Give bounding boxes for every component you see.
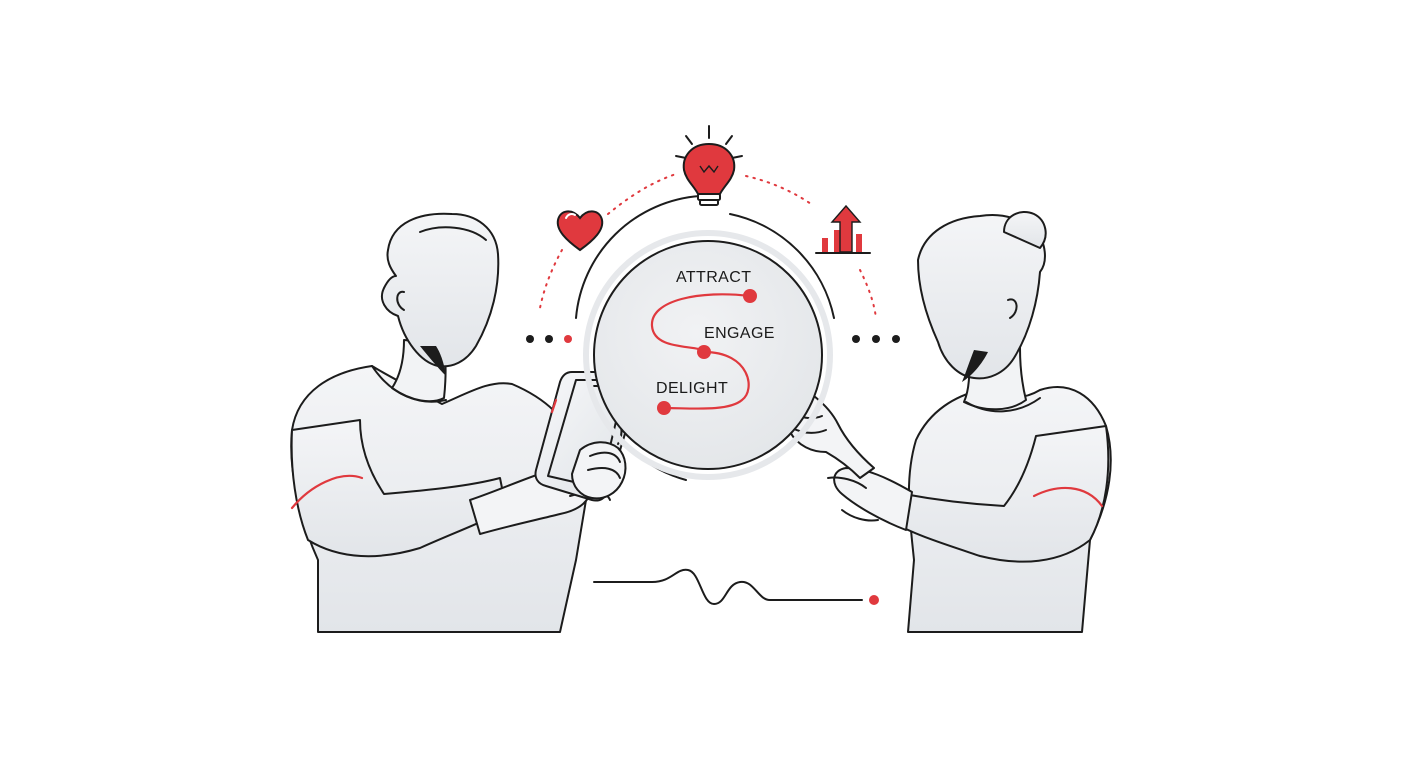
lightbulb-icon bbox=[675, 125, 743, 206]
dotted-connectors bbox=[539, 173, 877, 319]
right-sleeve-band bbox=[1032, 486, 1104, 508]
flywheel-circle: ATTRACT ENGAGE DELIGHT bbox=[575, 195, 835, 481]
stage-dot-attract bbox=[743, 289, 757, 303]
right-person-head bbox=[917, 214, 1046, 380]
right-person bbox=[781, 211, 1112, 633]
growth-chart-icon bbox=[815, 204, 871, 254]
signal-wave bbox=[593, 568, 879, 605]
stage-dot-delight bbox=[657, 401, 671, 415]
right-person-mouth bbox=[962, 350, 988, 382]
heart-icon bbox=[556, 210, 604, 252]
left-sleeve-band bbox=[290, 474, 364, 510]
left-person-arm bbox=[290, 419, 507, 558]
stage-dot-engage bbox=[697, 345, 711, 359]
stage-label-engage: ENGAGE bbox=[704, 325, 775, 342]
stage-label-delight: DELIGHT bbox=[656, 380, 728, 397]
left-person bbox=[290, 212, 611, 633]
stage-label-attract: ATTRACT bbox=[676, 269, 751, 286]
left-person-mouth bbox=[420, 346, 446, 376]
ellipsis-left bbox=[526, 335, 572, 343]
ellipsis-right bbox=[852, 335, 900, 343]
right-person-arm bbox=[895, 425, 1110, 563]
